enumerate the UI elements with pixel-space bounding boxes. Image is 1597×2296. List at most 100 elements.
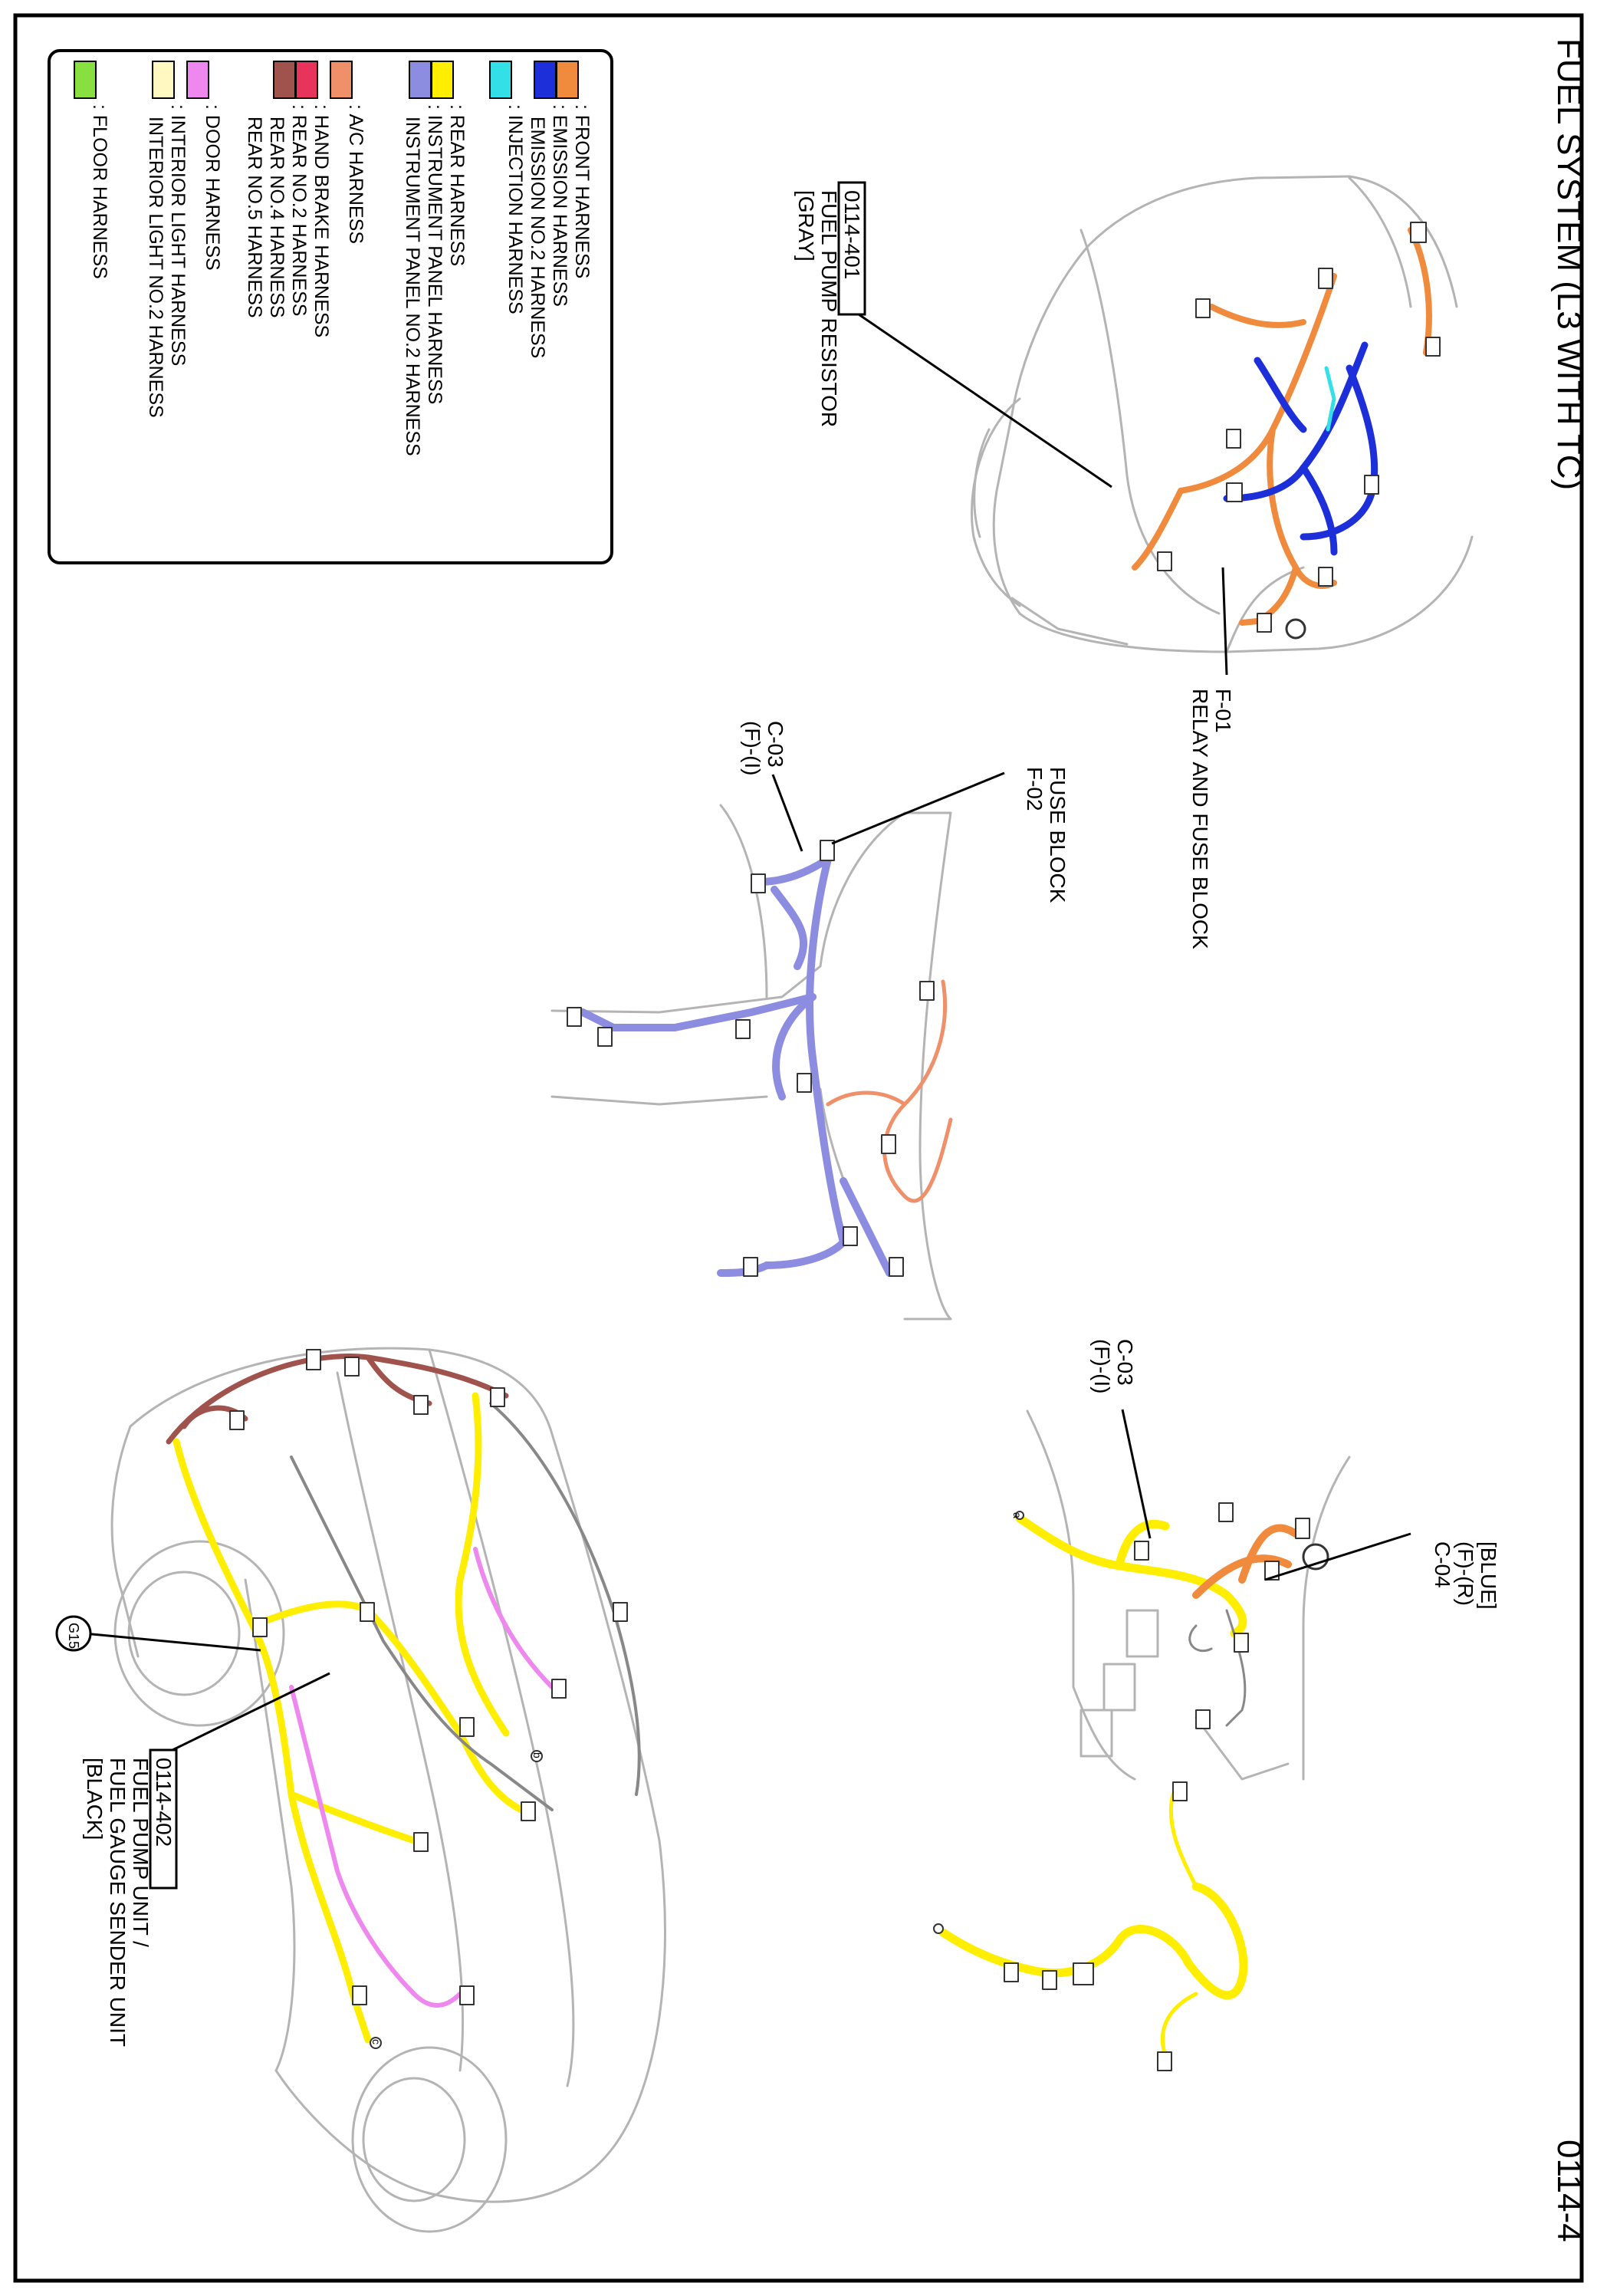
callout-g15-circle	[55, 1615, 92, 1652]
legend-label-emission-2: EMISSION NO.2 HARNESS	[527, 117, 548, 358]
rear-harness-piece-wire	[938, 1882, 1248, 2000]
callout-c03-floor: C-03 (F)-(I)	[1090, 1339, 1152, 1539]
callout-g15: G15	[55, 1615, 261, 1652]
instrument-connectors	[567, 840, 935, 1277]
emission-harness	[1223, 341, 1378, 556]
injection-harness	[1324, 366, 1336, 432]
legend-label-injection: : INJECTION HARNESS	[504, 104, 526, 314]
callout-c04-line1: (F)-(R)	[1454, 1541, 1477, 1606]
callout-0114-401-leader	[858, 313, 1112, 488]
marker-a-floor	[1015, 1511, 1024, 1520]
legend-label-front: : FRONT HARNESS	[571, 104, 593, 278]
callout-c04-line2: [BLUE]	[1477, 1541, 1500, 1610]
callout-c03-floor-line1: (F)-(I)	[1090, 1339, 1114, 1394]
door-harness-body	[289, 1547, 554, 2008]
rear-floor-outline	[1026, 1410, 1351, 1781]
legend-swatch-0	[556, 61, 579, 99]
callout-c03-floor-leader	[1121, 1409, 1152, 1539]
legend-swatch-7	[330, 61, 353, 99]
legend-label-interior: : INTERIOR LIGHT HARNESS	[167, 104, 189, 366]
legend-label-rear: : REAR HARNESS	[446, 104, 468, 266]
marker-b-body	[531, 1750, 543, 1762]
callout-f01-line1: RELAY AND FUSE BLOCK	[1188, 689, 1212, 949]
front-harness-floor	[1192, 1524, 1300, 1599]
callout-c04-leader	[1264, 1532, 1411, 1581]
marker-b-label: b	[531, 1752, 544, 1758]
legend-swatch-8	[295, 61, 318, 99]
marker-c-floor	[933, 1923, 944, 1934]
callout-0114-402-line3: [BLACK]	[83, 1758, 107, 1840]
legend-label-emission: : EMISSION HARNESS	[549, 104, 570, 307]
callout-0114-401: 0114-401 FUEL PUMP RESISTOR [GRAY]	[794, 181, 1112, 488]
engine-connectors	[1157, 222, 1441, 633]
callout-0114-401-code: 0114-401	[840, 190, 864, 279]
marker-c-body	[370, 2037, 382, 2049]
floor-misc-wires	[1188, 1609, 1247, 1727]
callout-0114-402-line1: FUEL PUMP UNIT /	[129, 1758, 153, 1947]
callout-c04: [BLUE] (F)-(R) C-04	[1264, 1532, 1500, 1610]
legend-label-rear-4: REAR NO.4 HARNESS	[266, 117, 288, 318]
callout-f01-leader	[1221, 567, 1228, 676]
callout-g15-leader	[84, 1632, 261, 1652]
legend-swatch-5	[409, 61, 432, 99]
legend: : FRONT HARNESS : EMISSION HARNESS EMISS…	[48, 49, 613, 564]
legend-swatch-9	[273, 61, 296, 99]
legend-swatch-12	[186, 61, 209, 99]
legend-swatch-15	[74, 61, 97, 99]
marker-a-label: a	[1011, 1512, 1024, 1518]
instrument-panel-harness	[579, 855, 893, 1277]
rear2-harness-body	[166, 1354, 509, 1445]
callout-0114-402-leader	[172, 1672, 330, 1752]
callout-f02-code: F-02	[1023, 767, 1047, 811]
rear-harness-body	[173, 1392, 525, 2044]
legend-swatch-13	[152, 61, 175, 99]
legend-label-instrument: : INSTRUMENT PANEL HARNESS	[424, 104, 445, 404]
floor-connectors	[1134, 1502, 1310, 1729]
callout-c03-instrument-code: C-03	[764, 721, 787, 768]
rear-piece-connectors	[1004, 1781, 1188, 2071]
page-border	[13, 13, 1584, 2283]
instrument-panel-view	[550, 804, 953, 1321]
callout-c03-instrument-line1: (F)-(I)	[741, 721, 764, 776]
legend-swatch-1	[534, 61, 557, 99]
callout-f01-code: F-01	[1211, 689, 1235, 733]
legend-label-ac: : A/C HARNESS	[345, 104, 366, 244]
callout-c03-instrument: C-03 (F)-(I)	[741, 721, 803, 852]
legend-label-handbrake: : HAND BRAKE HARNESS	[311, 104, 332, 337]
callout-0114-401-line2: [GRAY]	[794, 190, 818, 262]
callout-f02: FUSE BLOCK F-02	[831, 767, 1070, 903]
legend-labels: : FRONT HARNESS : EMISSION HARNESS EMISS…	[89, 104, 593, 456]
callout-c03-floor-code: C-03	[1113, 1339, 1137, 1386]
callout-0114-401-box	[837, 181, 866, 316]
legend-box	[48, 49, 613, 564]
legend-label-instrument-2: INSTRUMENT PANEL NO.2 HARNESS	[402, 117, 423, 456]
page-number: 0114-4	[1550, 2140, 1588, 2242]
callout-f02-leader	[831, 771, 1005, 845]
callout-c04-code: C-04	[1431, 1541, 1454, 1588]
callout-0114-402-line2: FUEL GAUGE SENDER UNIT	[106, 1758, 130, 2047]
body-view	[110, 1347, 666, 2233]
ac-harness	[826, 979, 953, 1203]
body-connectors	[229, 1349, 628, 2005]
callout-0114-402-code: 0114-402	[152, 1758, 176, 1847]
rear-harness-piece-branch	[1160, 1792, 1198, 2058]
legend-label-rear-5: REAR NO.5 HARNESS	[244, 117, 265, 318]
legend-swatch-4	[431, 61, 454, 99]
legend-label-interior-2: INTERIOR LIGHT NO.2 HARNESS	[145, 117, 166, 418]
callout-0114-401-line1: FUEL PUMP RESISTOR	[817, 190, 841, 427]
ground-point-engine	[1285, 618, 1306, 640]
callout-c03-instrument-leader	[771, 774, 803, 852]
callout-g15-code: G15	[66, 1623, 81, 1649]
engine-bay-view	[971, 175, 1474, 653]
rear-harness-piece	[933, 1781, 1248, 2071]
rear-floor-view	[1015, 1410, 1351, 1781]
legend-label-door: : DOOR HARNESS	[202, 104, 223, 271]
callout-0114-402-box	[149, 1748, 178, 1890]
legend-swatch-3	[489, 61, 512, 99]
engine-bay-outline	[971, 175, 1474, 653]
callout-f02-line1: FUSE BLOCK	[1046, 767, 1070, 903]
callout-f01: F-01 RELAY AND FUSE BLOCK	[1188, 567, 1235, 949]
rear-harness-floor	[1015, 1514, 1247, 1638]
legend-label-rear-2: : REAR NO.2 HARNESS	[288, 104, 310, 316]
